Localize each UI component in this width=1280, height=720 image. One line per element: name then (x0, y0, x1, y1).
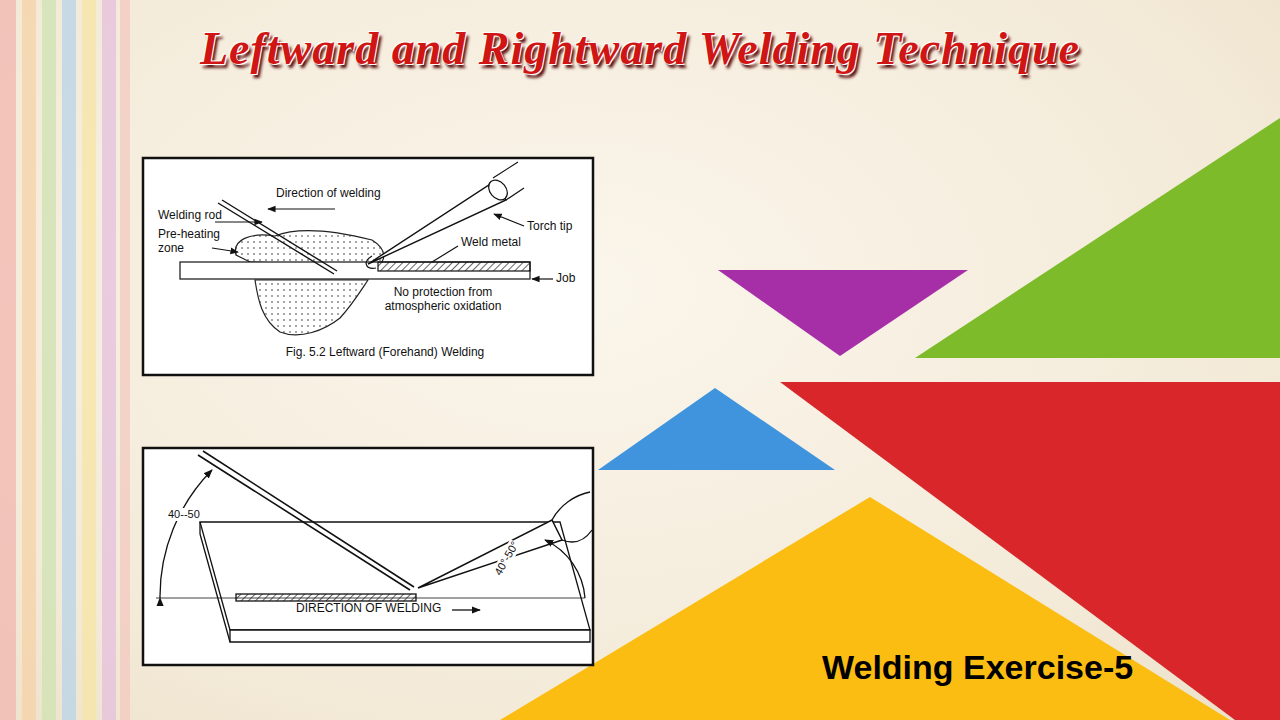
part-label: Welding rod (158, 209, 222, 223)
blue-triangle (598, 388, 835, 470)
direction-label: DIRECTION OF WELDING (294, 602, 443, 616)
exercise-label: Welding Exercise-5 (822, 648, 1133, 687)
purple-triangle (718, 270, 968, 356)
green-triangle (915, 118, 1280, 358)
stripes (0, 0, 130, 720)
part-label: Job (556, 272, 575, 286)
zone-label: Pre-heating zone (158, 228, 230, 256)
part-label: Torch tip (527, 220, 572, 234)
figure-frame (143, 448, 593, 665)
direction-label: Direction of welding (276, 187, 381, 201)
note-label: No protection from atmospheric oxidation (368, 286, 518, 314)
part-label: Weld metal (461, 236, 521, 250)
figure-frame (143, 158, 593, 375)
angle-label: 40--50 (168, 508, 200, 521)
rightward-figure (156, 451, 592, 642)
page-title: Leftward and Rightward Welding Technique (0, 22, 1280, 75)
red-shape (780, 382, 1280, 720)
figure-caption: Fig. 5.2 Leftward (Forehand) Welding (230, 346, 540, 360)
leftward-figure (180, 162, 553, 335)
